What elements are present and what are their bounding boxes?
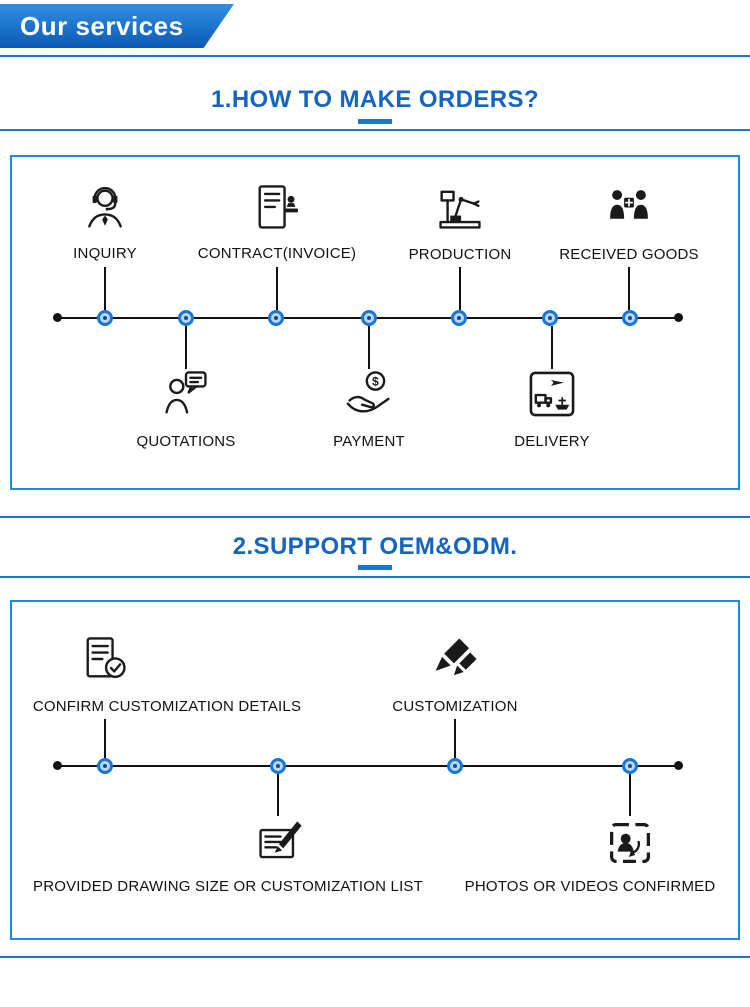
received-goods-icon [602,181,656,235]
step-label: PROVIDED DRAWING SIZE OR CUSTOMIZATION L… [32,878,424,895]
drawing-list-icon [253,816,307,870]
step-label: CONFIRM CUSTOMIZATION DETAILS [32,698,302,715]
section1-title: 1.HOW TO MAKE ORDERS? [211,86,539,113]
step-label: PHOTOS OR VIDEOS CONFIRMED [464,878,716,895]
step-label: CUSTOMIZATION [392,698,518,715]
step-label: DELIVERY [514,433,590,450]
divider-line [0,956,750,958]
connector-line [628,267,630,310]
production-machine-icon [433,181,487,235]
divider-line [0,576,750,578]
step-label: CONTRACT(INVOICE) [197,245,357,262]
timeline-node [447,758,463,774]
step-label: PAYMENT [333,433,405,450]
connector-line [276,267,278,310]
timeline-node [270,758,286,774]
step-label: QUOTATIONS [136,433,236,450]
timeline-endpoint [674,313,683,322]
timeline-node [178,310,194,326]
contract-stamp-icon [250,181,304,235]
timeline-endpoint [53,313,62,322]
timeline-endpoint [674,761,683,770]
timeline-node [361,310,377,326]
divider-line [0,129,750,131]
connector-line [454,719,456,758]
timeline-line [57,765,678,767]
oem-flow-panel: CONFIRM CUSTOMIZATION DETAILS CUSTOMIZAT… [10,600,740,940]
timeline-node [622,310,638,326]
section2-title: 2.SUPPORT OEM&ODM. [232,533,518,560]
payment-hand-icon: $ [342,367,396,421]
timeline-node [97,758,113,774]
timeline-node [97,310,113,326]
connector-line [185,326,187,369]
timeline-node [542,310,558,326]
dollar-symbol: $ [372,374,379,388]
timeline-node [268,310,284,326]
header-banner: Our services [0,4,234,48]
customization-pen-icon [428,632,482,686]
confirm-details-icon [78,632,132,686]
step-label: PRODUCTION [408,246,512,263]
section2-title-underline [358,565,392,570]
divider-line [0,516,750,518]
headset-agent-icon [78,181,132,235]
photos-confirmed-icon [603,816,657,870]
timeline-node [451,310,467,326]
connector-line [104,267,106,310]
timeline-node [622,758,638,774]
connector-line [368,326,370,369]
divider-line [0,55,750,57]
connector-line [551,326,553,369]
step-label: RECEIVED GOODS [559,246,699,263]
section1-title-underline [358,119,392,124]
step-label: INQUIRY [73,245,137,262]
connector-line [104,719,106,758]
timeline-endpoint [53,761,62,770]
delivery-transport-icon [525,367,579,421]
orders-flow-panel: INQUIRY CONTRACT(INVOICE) PRODUCTION REC… [10,155,740,490]
quotation-chat-icon [159,367,213,421]
page-title: Our services [20,10,184,41]
connector-line [459,267,461,310]
connector-line [277,774,279,816]
connector-line [629,774,631,816]
